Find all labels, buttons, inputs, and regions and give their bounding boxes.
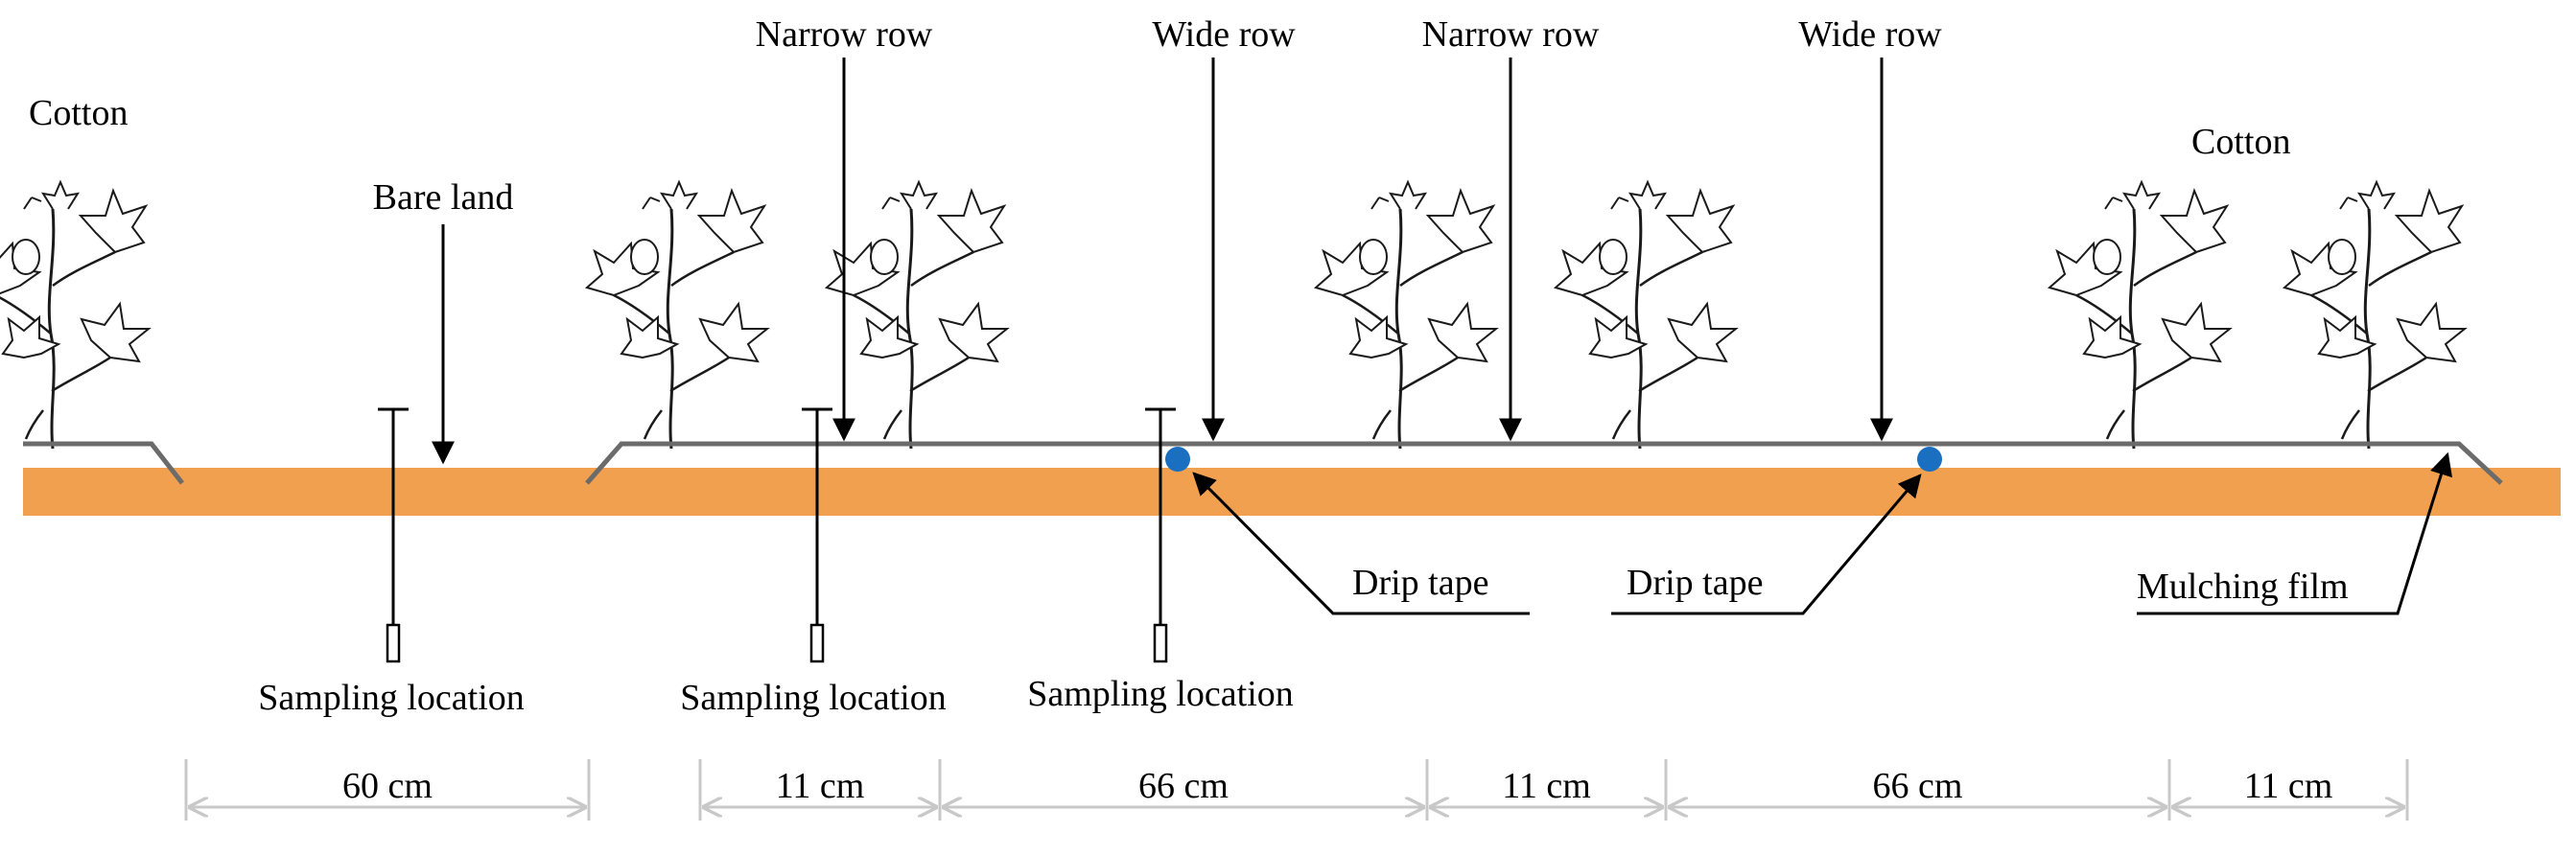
drip-tape-2-arrow <box>1611 474 1922 615</box>
sampling-location-label-1: Sampling location <box>258 678 525 718</box>
wide-row-2-label: Wide row <box>1798 14 1942 55</box>
cotton-plant-6 <box>2048 180 2232 451</box>
cotton-plant-3 <box>825 180 1009 451</box>
mulching-film-left <box>23 441 184 485</box>
narrow-row-1-label: Narrow row <box>756 14 933 55</box>
drip-tape-marker-1 <box>1165 447 1190 472</box>
sampling-probe-1 <box>376 407 410 663</box>
dimension-label-2: 11 cm <box>776 766 865 806</box>
cotton-plants <box>0 180 2467 451</box>
dimension-label-1: 60 cm <box>342 766 433 806</box>
drip-tape-1-arrow <box>1192 472 1530 615</box>
dimension-label-4: 11 cm <box>1502 766 1591 806</box>
dimension-label-5: 66 cm <box>1873 766 1963 806</box>
pointer-arrows <box>432 58 2452 615</box>
sampling-location-label-3: Sampling location <box>1027 674 1294 714</box>
narrow-row-2-label: Narrow row <box>1422 14 1600 55</box>
soil-band <box>23 468 2561 516</box>
cotton-plant-4 <box>1314 180 1498 451</box>
sampling-location-label-2: Sampling location <box>680 678 947 718</box>
bare-land-label: Bare land <box>373 177 514 218</box>
mulching-film-arrow <box>2137 451 2452 615</box>
cotton-plant-5 <box>1554 180 1738 451</box>
sampling-probe-3 <box>1143 407 1178 663</box>
mulching-film-main <box>585 441 2503 485</box>
cotton-label-right: Cotton <box>2191 122 2290 162</box>
sampling-probe-2 <box>800 407 834 663</box>
cotton-label-left: Cotton <box>29 93 128 133</box>
cotton-plant-1 <box>0 180 151 451</box>
dimension-lines: 60 cm 11 cm 66 cm 11 cm 66 cm 11 cm <box>184 759 2409 821</box>
cotton-plant-7 <box>2283 180 2467 451</box>
dimension-label-6: 11 cm <box>2244 766 2333 806</box>
mulching-film-label: Mulching film <box>2137 567 2349 607</box>
dimension-label-3: 66 cm <box>1138 766 1229 806</box>
drip-tape-1-label: Drip tape <box>1352 563 1488 603</box>
wide-row-1-label: Wide row <box>1152 14 1296 55</box>
drip-tape-marker-2 <box>1917 447 1942 472</box>
cotton-plant-2 <box>585 180 769 451</box>
drip-tape-2-label: Drip tape <box>1627 563 1763 603</box>
